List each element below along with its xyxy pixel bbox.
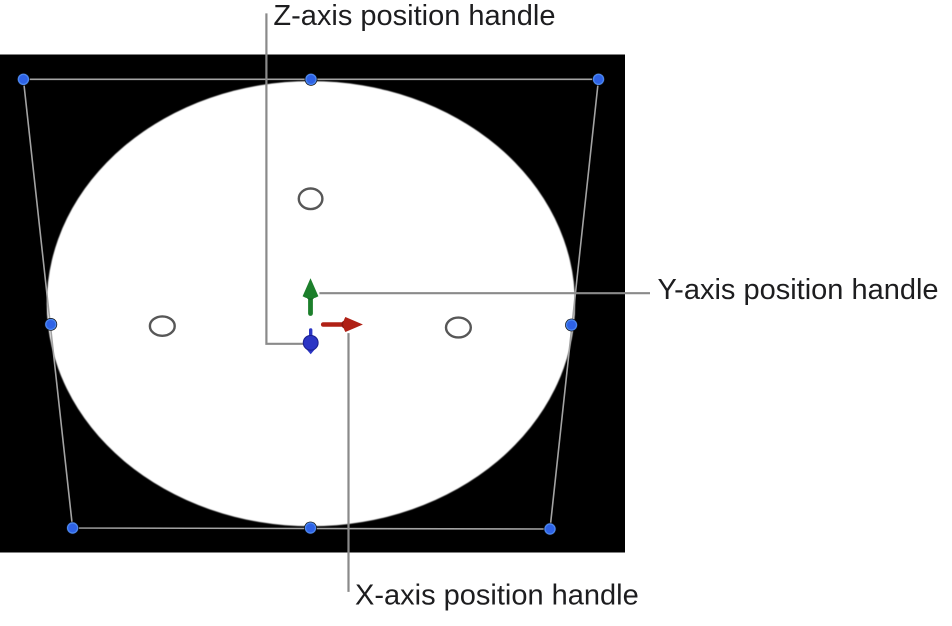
- svg-text:Y-axis position handle: Y-axis position handle: [658, 274, 939, 306]
- svg-text:Z-axis position handle: Z-axis position handle: [273, 0, 555, 32]
- svg-text:X-axis position handle: X-axis position handle: [355, 580, 639, 612]
